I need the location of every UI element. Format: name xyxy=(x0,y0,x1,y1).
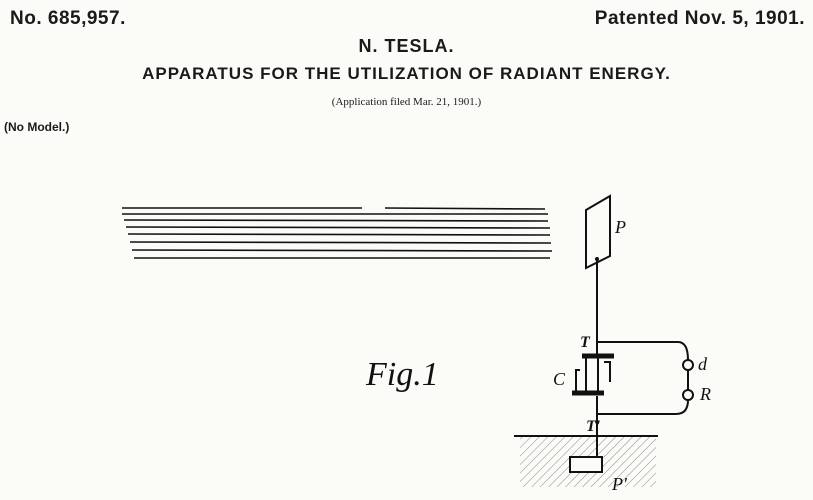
condenser xyxy=(572,353,614,396)
label-t-prime: T' xyxy=(586,418,601,435)
model-note: (No Model.) xyxy=(4,120,70,134)
figure-label: Fig.1 xyxy=(365,356,439,393)
label-p: P xyxy=(614,217,626,237)
patent-title: APPARATUS FOR THE UTILIZATION OF RADIANT… xyxy=(142,64,671,83)
ray-line xyxy=(129,241,552,244)
ray-line xyxy=(123,219,549,222)
application-date: (Application filed Mar. 21, 1901.) xyxy=(331,96,482,108)
ray-line xyxy=(125,226,551,229)
inventor-name: N. TESLA. xyxy=(358,36,455,56)
label-d: d xyxy=(698,354,708,374)
elevated-plate xyxy=(585,194,611,270)
ray-line xyxy=(131,249,553,252)
ray-line xyxy=(384,207,546,210)
label-c: C xyxy=(553,369,566,389)
label-t: T xyxy=(580,334,591,351)
label-r: R xyxy=(699,384,711,404)
ray-line xyxy=(127,233,551,236)
label-p-prime: P' xyxy=(611,474,628,494)
patent-date: Patented Nov. 5, 1901. xyxy=(594,8,805,29)
ground-plate xyxy=(569,456,603,473)
patent-number: No. 685,957. xyxy=(10,8,126,29)
resistor-r xyxy=(682,389,694,401)
radiant-rays xyxy=(122,207,553,259)
device-d xyxy=(682,359,694,371)
